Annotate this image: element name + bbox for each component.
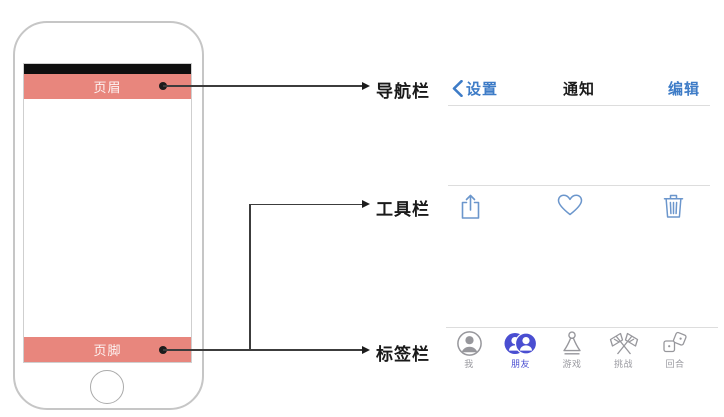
trash-icon[interactable] [663,193,684,223]
edit-button[interactable]: 编辑 [667,80,700,98]
person-icon [456,330,483,357]
connector-line-navbar [163,85,362,87]
tab-item-me[interactable]: 我 [444,330,494,372]
tab-label: 游戏 [562,360,582,370]
arrowhead-tabbar [362,346,370,354]
arrowhead-navbar [362,82,370,90]
tabbar-example: 我 朋友 [444,330,700,372]
connector-branch-vertical [249,204,251,350]
back-button-label: 设置 [466,80,499,98]
tab-label: 朋友 [510,360,530,370]
tabbar-separator [446,327,718,328]
toolbar-example [448,185,710,231]
tab-item-turns[interactable]: 回合 [650,330,700,372]
tabbar-annotation-label: 标签栏 [376,345,430,365]
connector-line-toolbar [249,203,362,205]
home-button [90,370,124,404]
friends-icon [503,330,538,357]
tab-label: 回合 [665,360,685,370]
turns-icon [660,330,690,357]
challenges-icon [608,330,640,357]
tab-item-challenges[interactable]: 挑战 [599,330,649,372]
navbar-example: 设置 通知 编辑 [448,70,710,106]
header-bar-label: 页眉 [93,81,122,96]
tab-label: 挑战 [613,360,633,370]
games-icon [560,330,584,357]
navbar-annotation-label: 导航栏 [376,82,430,102]
toolbar-annotation-label: 工具栏 [376,200,430,220]
tab-label: 我 [464,360,474,370]
screen-body [24,99,191,337]
connector-line-tabbar [163,349,362,351]
phone-screen: 页眉 页脚 [23,63,192,363]
navbar-title: 通知 [562,80,595,98]
tab-item-games[interactable]: 游戏 [547,330,597,372]
share-icon[interactable] [459,193,482,225]
status-bar [24,64,191,74]
back-button[interactable]: 设置 [452,78,498,99]
footer-bar-label: 页脚 [93,344,122,359]
tab-item-friends[interactable]: 朋友 [496,330,546,372]
chevron-left-icon [452,80,463,97]
heart-icon[interactable] [556,193,584,222]
arrowhead-toolbar [362,200,370,208]
